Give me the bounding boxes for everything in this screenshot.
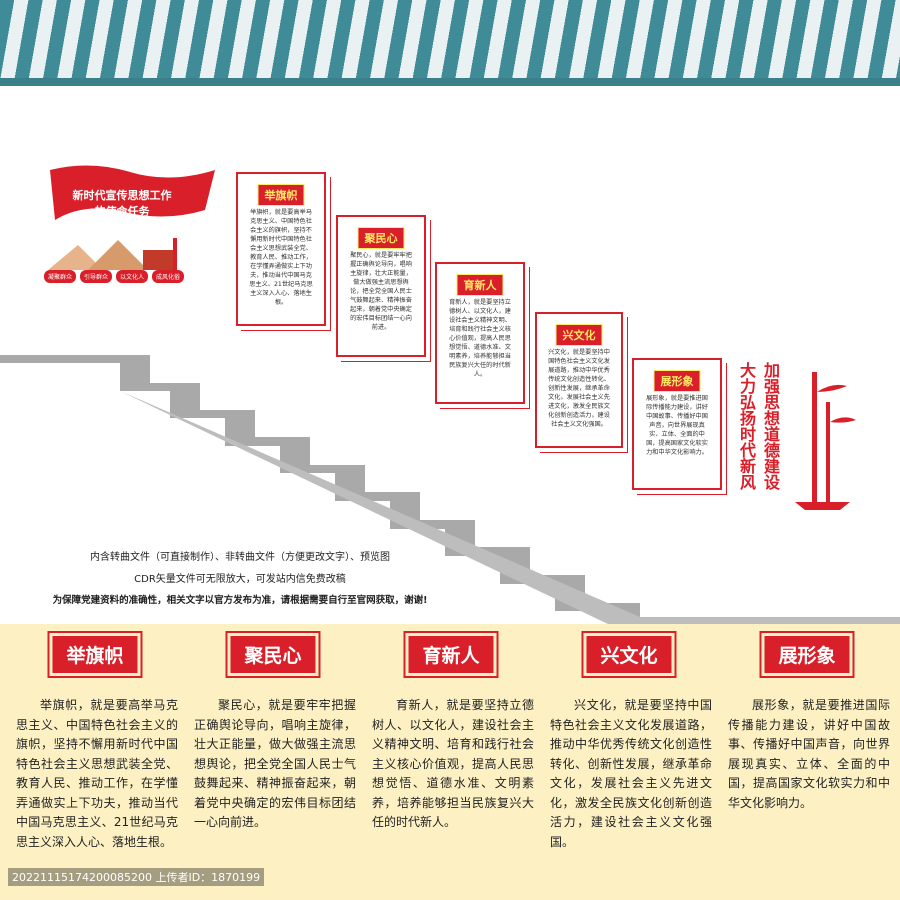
red-flag-graphic (50, 165, 215, 220)
panel-1: 举旗帜 举旗帜，就是要高举马克思主义、中国特色社会主义的旗帜，坚持不懈用新时代中… (236, 172, 326, 326)
slogan-line-1: 加强思想道德建设 (761, 362, 780, 490)
panel-text: 举旗帜，就是要高举马克思主义、中国特色社会主义的旗帜，坚持不懈用新时代中国特色社… (249, 209, 313, 306)
panel-title: 兴文化 (555, 324, 603, 346)
pill-item: 以文化人 (116, 270, 149, 283)
note-line-3: 为保障党建资料的准确性，相关文字以官方发布为准，请根据需要自行至官网获取，谢谢! (52, 595, 428, 606)
panel-2: 聚民心 聚民心，就是要牢牢把握正确舆论导向，唱响主旋律，壮大正能量，做大做强主流… (336, 215, 426, 357)
bottom-column-2: 聚民心 聚民心，就是要牢牢把握正确舆论导向，唱响主旋律，壮大正能量，做大做强主流… (184, 624, 362, 900)
banner-title: 新时代宣传思想工作 的使命任务 (72, 189, 172, 218)
bottom-title: 展形象 (764, 636, 850, 673)
panel-text: 聚民心，就是要牢牢把握正确舆论导向，唱响主旋律，壮大正能量，做大做强主流思想舆论… (350, 252, 412, 331)
bottom-text: 聚民心，就是要牢牢把握正确舆论导向，唱响主旋律，壮大正能量，做大做强主流思想舆论… (194, 698, 356, 829)
panel-text: 育新人，就是要坚持立德树人、以文化人，建设社会主义精神文明、培育和践行社会主义核… (449, 299, 511, 378)
striped-ceiling-banner (0, 0, 900, 86)
mountains-great-wall-graphic (48, 238, 177, 270)
bottom-title: 举旗帜 (52, 636, 138, 673)
bottom-text: 展形象，就是要推进国际传播能力建设，讲好中国故事、传播好中国声音，向世界展现真实… (728, 698, 890, 810)
bottom-section: 举旗帜 举旗帜，就是要高举马克思主义、中国特色社会主义的旗帜，坚持不懈用新时代中… (0, 624, 900, 900)
note-line-1: 内含转曲文件（可直接制作）、非转曲文件（方便更改文字）、预览图 (90, 552, 390, 563)
panel-4: 兴文化 兴文化，就是要坚持中国特色社会主义文化发展道路，推动中华优秀传统文化创造… (535, 312, 623, 448)
bottom-title: 聚民心 (230, 636, 316, 673)
panel-5: 展形象 展形象，就是要推进国际传播能力建设，讲好中国故事、传播好中国声音，向世界… (632, 358, 722, 490)
banner-pills: 凝聚群众 引导群众 以文化人 成风化俗 (44, 270, 185, 283)
panel-title: 聚民心 (357, 227, 405, 249)
panel-text: 展形象，就是要推进国际传播能力建设，讲好中国故事、传播好中国声音，向世界展现真实… (646, 395, 708, 456)
bottom-title: 兴文化 (586, 636, 672, 673)
panel-3: 育新人 育新人，就是要坚持立德树人、以文化人，建设社会主义精神文明、培育和践行社… (435, 262, 525, 404)
panel-title: 展形象 (653, 370, 701, 392)
panel-title: 育新人 (456, 274, 504, 296)
panel-title: 举旗帜 (257, 184, 305, 206)
bottom-column-5: 展形象 展形象，就是要推进国际传播能力建设，讲好中国故事、传播好中国声音，向世界… (718, 624, 896, 900)
bottom-title: 育新人 (408, 636, 494, 673)
bamboo-graphic (795, 372, 856, 510)
watermark-id: 2022111517420008520​0 上传者ID：1870199 (8, 868, 265, 886)
bottom-text: 举旗帜，就是要高举马克思主义、中国特色社会主义的旗帜，坚持不懈用新时代中国特色社… (16, 698, 178, 849)
staircase-graphic (0, 355, 900, 625)
bottom-column-1: 举旗帜 举旗帜，就是要高举马克思主义、中国特色社会主义的旗帜，坚持不懈用新时代中… (6, 624, 184, 900)
bottom-column-4: 兴文化 兴文化，就是要坚持中国特色社会主义文化发展道路，推动中华优秀传统文化创造… (540, 624, 718, 900)
bottom-text: 兴文化，就是要坚持中国特色社会主义文化发展道路，推动中华优秀传统文化创造性转化、… (550, 698, 712, 849)
slogan-line-2: 大力弘扬时代新风 (737, 362, 756, 490)
bottom-text: 育新人，就是要坚持立德树人、以文化人，建设社会主义精神文明、培育和践行社会主义核… (372, 698, 534, 829)
pill-item: 引导群众 (80, 270, 113, 283)
pill-item: 凝聚群众 (44, 270, 77, 283)
bottom-column-3: 育新人 育新人，就是要坚持立德树人、以文化人，建设社会主义精神文明、培育和践行社… (362, 624, 540, 900)
pill-item: 成风化俗 (152, 270, 185, 283)
panel-text: 兴文化，就是要坚持中国特色社会主义文化发展道路，推动中华优秀传统文化创造性转化、… (548, 349, 610, 428)
note-line-2: CDR矢量文件可无限放大，可发站内信免费改稿 (134, 574, 346, 585)
